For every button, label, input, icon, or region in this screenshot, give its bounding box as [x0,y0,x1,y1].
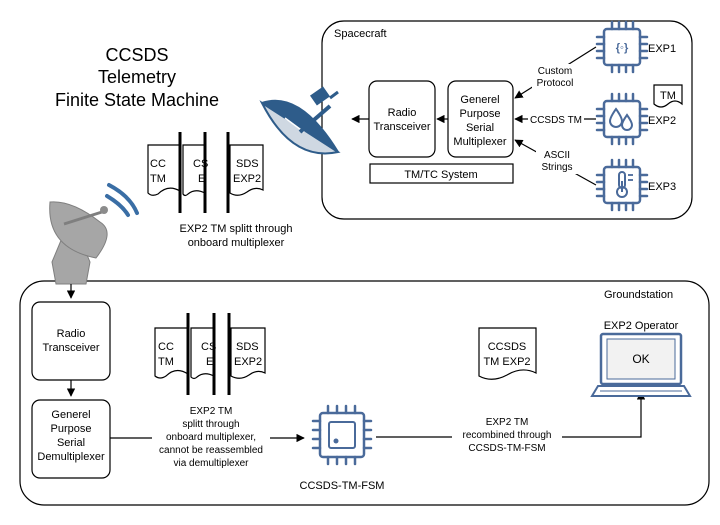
upper-packet-3 [229,144,264,196]
recombined-line-2: recombined through [463,430,552,441]
custom-protocol-line-2: Protocol [537,78,574,89]
lower-packet-2 [190,327,215,380]
custom-protocol-bg [532,64,578,90]
ground-radio-transceiver [31,301,111,381]
lower-packet-3-line-2: EXP2 [234,356,262,368]
operator-computer-icon [590,332,692,397]
upper-packet-3-line-1: SDS [236,158,259,170]
mux-line-3: Serial [466,122,494,134]
split-note-bg [152,402,270,468]
mux-line-1: Generel [460,94,499,106]
upper-packet-2-line-1: CS [193,158,208,170]
ascii-strings-bg [536,148,578,174]
groundstation-label: Groundstation [604,289,673,301]
lower-packet-2-line-1: CS [201,341,216,353]
upper-caption-line-1: EXP2 TM splitt through [180,223,293,235]
diagram-title: CCSDS Telemetry Finite State Machine [55,45,219,110]
operator-label: EXP2 Operator [604,320,679,332]
demux-line-1: Generel [51,409,90,421]
demux-line-3: Serial [57,437,85,449]
ccsds-tm-label-bg [528,112,584,126]
lower-packet-3-line-1: SDS [236,341,259,353]
ground-dish-icon [49,183,139,285]
upper-split-packets: CC TM CS E SDS EXP2 [147,132,264,213]
split-note-line-2: splitt through [182,419,239,430]
exp2-label: EXP2 [648,115,676,127]
ground-demultiplexer [31,399,111,479]
fsm-chip-icon [311,404,373,466]
recombined-packet-line-1: CCSDS [488,341,527,353]
ground-radio-line-1: Radio [57,328,86,340]
ascii-strings-line-2: Strings [541,162,572,173]
demux-line-2: Purpose [51,423,92,435]
lower-packet-2-line-2: E [206,356,213,368]
demux-line-4: Demultiplexer [37,451,105,463]
svg-text:{◦}: {◦} [616,42,629,54]
ground-radio-line-2: Transceiver [42,342,99,354]
recombined-note-bg [452,413,562,455]
lower-packet-1-line-1: CC [158,341,174,353]
upper-packet-3-line-2: EXP2 [233,173,261,185]
exp3-label: EXP3 [648,181,676,193]
title-line-2: Telemetry [98,67,176,87]
spacecraft-radio-transceiver [368,80,436,158]
lower-packet-3 [230,327,266,379]
monitor-status-text: OK [632,352,649,366]
exp1-label: EXP1 [648,43,676,55]
exp2-chip-icon [595,92,649,146]
fsm-label: CCSDS-TM-FSM [300,480,385,492]
lower-packet-1 [154,327,189,379]
upper-packet-2-line-2: E [198,173,205,185]
recombined-packet-line-2: TM EXP2 [483,356,530,368]
mux-line-2: Purpose [460,108,501,120]
upper-packet-1 [147,144,181,196]
exp3-chip-icon [595,158,649,212]
exp1-chip-icon: {◦} [595,20,649,74]
lower-split-packets: CC TM CS E SDS EXP2 [154,313,266,395]
title-line-3: Finite State Machine [55,90,219,110]
recombined-packet-icon [478,327,537,380]
spacecraft-radio-line-1: Radio [388,107,417,119]
ccsds-tm-protocol-label: CCSDS TM [530,115,582,126]
recombined-line-3: CCSDS-TM-FSM [468,443,545,454]
satellite-dish-icon [259,86,341,155]
ascii-strings-line-1: ASCII [544,150,570,161]
split-note-line-3: onboard multiplexer, [166,432,256,443]
split-note-line-5: via demultiplexer [173,458,249,469]
tmtc-system-label: TM/TC System [404,169,477,181]
upper-packet-1-line-2: TM [150,173,166,185]
tmtc-system-box [369,163,514,184]
mux-line-4: Multiplexer [453,136,507,148]
title-line-1: CCSDS [105,45,168,65]
custom-protocol-line-1: Custom [538,66,572,77]
spacecraft-label: Spacecraft [334,28,387,40]
lower-packet-1-line-2: TM [158,356,174,368]
tm-document-label: TM [660,90,676,102]
upper-packet-1-line-1: CC [150,158,166,170]
split-note-line-1: EXP2 TM [190,406,233,417]
tm-document-icon [653,84,683,108]
split-note-line-4: cannot be reassembled [159,445,263,456]
recombined-line-1: EXP2 TM [486,417,529,428]
upper-caption-line-2: onboard multiplexer [188,237,285,249]
upper-packet-2 [182,144,206,197]
spacecraft-radio-line-2: Transceiver [373,121,430,133]
